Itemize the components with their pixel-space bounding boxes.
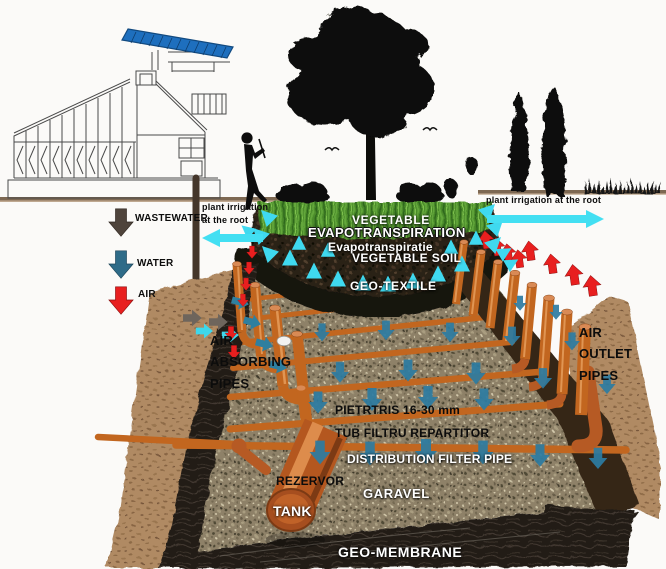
tree-silhouette xyxy=(287,6,438,200)
grass-layer xyxy=(257,202,493,239)
legend-air-arrow-icon xyxy=(108,286,134,315)
air-outlet-pipes-label: AIR OUTLET PIPES xyxy=(579,325,633,383)
person-silhouette xyxy=(241,132,267,210)
geo-membrane-label: GEO-MEMBRANE xyxy=(338,544,463,560)
tank-label: TANK xyxy=(273,503,312,519)
pipe-ridge-right xyxy=(452,266,640,516)
irrigation-arrow-right-icon xyxy=(487,210,604,228)
legend-arrows xyxy=(108,208,134,315)
evapotranspiration-label: EVAPOTRANSPIRATION xyxy=(308,225,466,240)
irrigation-note-left: plant irrigation at the root xyxy=(202,202,269,226)
air-absorbing-pipes-label: AIR ABSORBING PIPES xyxy=(210,333,292,391)
ground-line-right xyxy=(478,190,666,195)
irrigation-note-right: plant irrigation at the root xyxy=(486,195,602,205)
pipe-cap xyxy=(276,335,292,347)
irrigation-arrow-left-icon xyxy=(202,229,263,247)
grass-silhouette xyxy=(584,178,661,194)
legend-air-label: AIR xyxy=(138,289,156,300)
storage-tank xyxy=(265,385,348,548)
legend-water-arrow-icon xyxy=(108,250,134,279)
rezervor-label: REZERVOR xyxy=(276,474,345,488)
evapotranspiratie-label: Evapotranspiratie xyxy=(328,240,433,254)
ground-line-left xyxy=(0,197,282,202)
solar-panel xyxy=(121,28,234,59)
legend-water-label: WATER xyxy=(137,258,174,269)
bird-icon xyxy=(324,147,340,152)
distribution-filter-pipe-label: DISTRIBUTION FILTER PIPE xyxy=(347,452,513,466)
bird-icon xyxy=(422,127,438,132)
air-outlet-pipes-group xyxy=(452,239,592,416)
geo-textile-label: GEO-TEXTILE xyxy=(350,279,437,293)
legend-wastewater-label: WASTEWATER xyxy=(135,213,208,224)
cypress-trees xyxy=(509,86,566,195)
vegetable-label: VEGETABLE xyxy=(352,213,430,227)
legend-wastewater-arrow-icon xyxy=(108,208,134,237)
bush-silhouette xyxy=(277,157,478,206)
vegetable-soil-label: VEGETABLE SOIL xyxy=(352,251,462,265)
pietrtris-label: PIETRTRIS 16-30 mm xyxy=(335,403,460,417)
tub-filtru-label: TUB FILTRU REPARTITOR xyxy=(335,426,490,440)
main-distribution-pipe xyxy=(172,441,630,454)
inlet-pipe xyxy=(94,433,238,448)
garavel-label: GARAVEL xyxy=(363,486,430,501)
membrane-bottom xyxy=(180,509,634,569)
house-illustration xyxy=(7,28,234,199)
